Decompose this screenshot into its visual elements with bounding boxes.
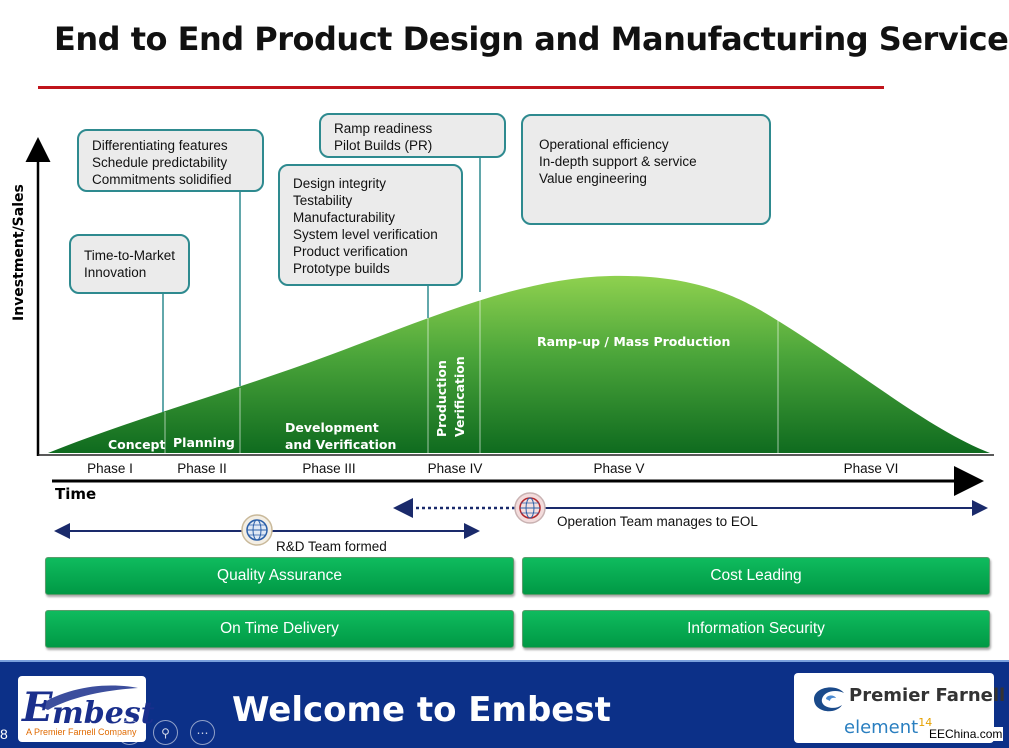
quality-assurance-button[interactable]: Quality Assurance <box>45 557 514 595</box>
callout-line: In-depth support & service <box>539 154 697 169</box>
zoom-icon[interactable]: ⚲ <box>153 720 178 745</box>
more-options-icon[interactable]: ⋯ <box>190 720 215 745</box>
label-and-verification: and Verification <box>285 437 397 452</box>
callout-design-verification: Design integrity Testability Manufactura… <box>278 164 463 286</box>
callout-line: Value engineering <box>539 171 647 186</box>
callout-line: Testability <box>293 193 353 208</box>
phase-label: Phase I <box>87 461 133 476</box>
phase-label: Phase V <box>593 461 645 476</box>
embest-swoosh-icon <box>38 685 138 710</box>
callout-line: Schedule predictability <box>92 155 228 170</box>
operation-team-label: Operation Team manages to EOL <box>557 514 758 529</box>
embest-logo-e: E <box>22 684 53 731</box>
premier-farnell-swirl-icon <box>814 687 844 712</box>
callout-line: Commitments solidified <box>92 172 232 187</box>
callout-line: Time-to-Market <box>84 248 176 263</box>
callout-line: Manufacturability <box>293 210 396 225</box>
callout-line: Operational efficiency <box>539 137 669 152</box>
embest-logo-tagline: A Premier Farnell Company <box>26 727 137 737</box>
element14-word: element <box>844 717 919 738</box>
page-title: End to End Product Design and Manufactur… <box>54 20 1009 58</box>
page-number: 8 <box>0 726 8 742</box>
callout-line: Design integrity <box>293 176 387 191</box>
globe-icon-blue <box>241 514 273 546</box>
phase-label: Phase III <box>302 461 356 476</box>
welcome-title: Welcome to Embest <box>232 690 611 730</box>
callout-line: Pilot Builds (PR) <box>334 138 433 153</box>
element14-suffix: 14 <box>918 716 933 729</box>
callout-planning-goals: Differentiating features Schedule predic… <box>77 129 264 192</box>
rd-team-label: R&D Team formed <box>276 539 387 554</box>
label-development: Development <box>285 420 379 435</box>
x-axis-label: Time <box>55 485 97 503</box>
phase-label: Phase VI <box>843 461 899 476</box>
callout-line: Differentiating features <box>92 138 228 153</box>
label-ramp-up: Ramp-up / Mass Production <box>537 334 731 349</box>
y-axis-label: Investment/Sales <box>11 184 27 321</box>
footer-divider <box>0 660 1009 662</box>
label-concept: Concept <box>108 437 166 452</box>
watermark: EEChina.com <box>928 727 1004 741</box>
back-nav-icon[interactable]: ← <box>117 720 142 745</box>
callout-ramp-readiness: Ramp readiness Pilot Builds (PR) <box>319 113 506 158</box>
callout-line: Ramp readiness <box>334 121 433 136</box>
on-time-delivery-button[interactable]: On Time Delivery <box>45 610 514 648</box>
callout-time-to-market: Time-to-Market Innovation <box>69 234 190 294</box>
callout-line: System level verification <box>293 227 438 242</box>
label-planning: Planning <box>173 435 235 450</box>
premier-farnell-text: Premier Farnell <box>849 685 1006 706</box>
information-security-button[interactable]: Information Security <box>522 610 990 648</box>
callout-operational: Operational efficiency In-depth support … <box>521 114 771 225</box>
callout-line: Prototype builds <box>293 261 390 276</box>
label-production-verification: Verification <box>452 356 467 437</box>
cost-leading-button[interactable]: Cost Leading <box>522 557 990 595</box>
label-production: Production <box>434 360 449 437</box>
element14-text: element14 <box>844 716 932 738</box>
phase-label: Phase II <box>177 461 227 476</box>
callout-line: Product verification <box>293 244 408 259</box>
globe-icon-red <box>514 492 546 524</box>
title-underline <box>38 86 884 89</box>
lifecycle-diagram <box>25 137 994 546</box>
phase-label: Phase IV <box>427 461 483 476</box>
lifecycle-curve <box>48 275 990 453</box>
callout-line: Innovation <box>84 265 147 280</box>
